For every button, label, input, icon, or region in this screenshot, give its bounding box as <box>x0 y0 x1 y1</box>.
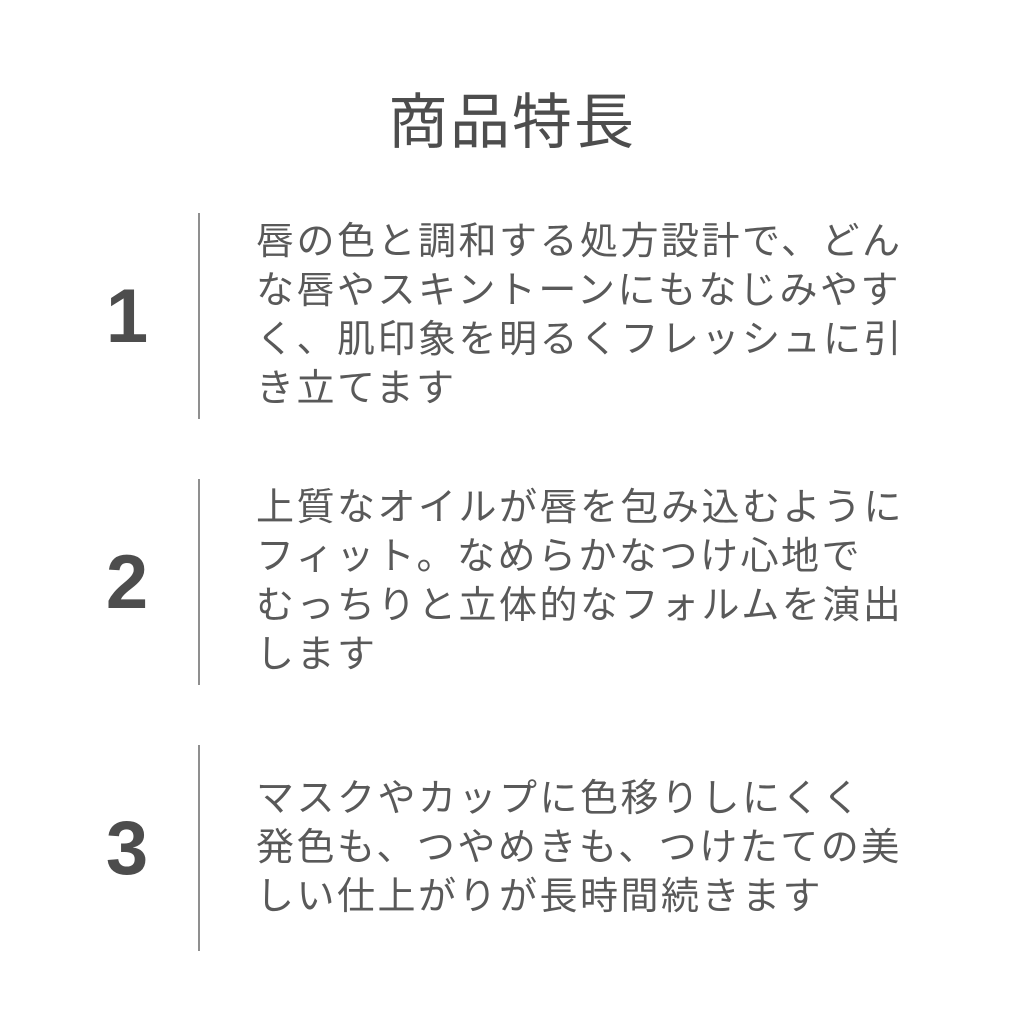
feature-list: 1 唇の色と調和する処方設計で、どん な唇やスキントーンにもなじみやす く、肌印… <box>0 213 1024 951</box>
feature-3-vertical-divider <box>198 745 200 951</box>
feature-item-3: 3 マスクやカップに色移りしにくく 発色も、つやめきも、つけたての美 しい仕上が… <box>0 745 1024 951</box>
feature-item-2: 2 上質なオイルが唇を包み込むように フィット。なめらかなつけ心地で むっちりと… <box>0 479 1024 685</box>
page-title: 商品特長 <box>388 89 636 156</box>
feature-item-1: 1 唇の色と調和する処方設計で、どん な唇やスキントーンにもなじみやす く、肌印… <box>0 213 1024 419</box>
feature-1-number: 1 <box>105 273 149 359</box>
feature-3-description: マスクやカップに色移りしにくく 発色も、つやめきも、つけたての美 しい仕上がりが… <box>256 777 902 918</box>
feature-1-description: 唇の色と調和する処方設計で、どん な唇やスキントーンにもなじみやす く、肌印象を… <box>256 221 905 410</box>
feature-2-number: 2 <box>105 539 149 625</box>
feature-2-description: 上質なオイルが唇を包み込むように フィット。なめらかなつけ心地で むっちりと立体… <box>256 487 905 676</box>
feature-1-vertical-divider <box>198 213 200 419</box>
feature-2-vertical-divider <box>198 479 200 685</box>
feature-3-number: 3 <box>105 805 149 891</box>
